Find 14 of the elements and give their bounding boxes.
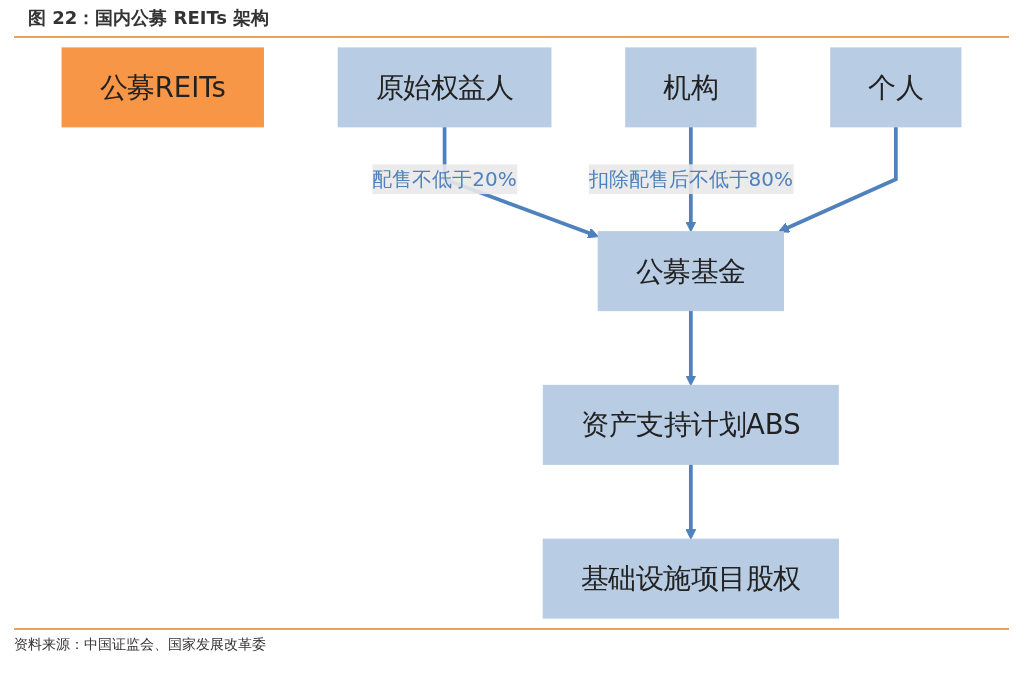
- edge-label: 扣除配售后不低于80%: [588, 166, 794, 191]
- node-box: 机构: [625, 47, 757, 128]
- edge-label: 配售不低于20%: [372, 166, 517, 191]
- node-box: 原始权益人: [337, 47, 552, 128]
- figure-title: 图 22：国内公募 REITs 架构: [14, 0, 1009, 38]
- node-box: 公募基金: [597, 231, 784, 312]
- node-box: 个人: [830, 47, 962, 128]
- source-note: 资料来源：中国证监会、国家发展改革委: [14, 628, 1009, 660]
- arrow: [778, 126, 898, 233]
- arrow: [685, 310, 697, 386]
- arrow: [685, 464, 697, 540]
- node-box: 公募REITs: [61, 47, 264, 128]
- node-box: 资产支持计划ABS: [542, 384, 839, 465]
- node-box: 基础设施项目股权: [542, 538, 839, 619]
